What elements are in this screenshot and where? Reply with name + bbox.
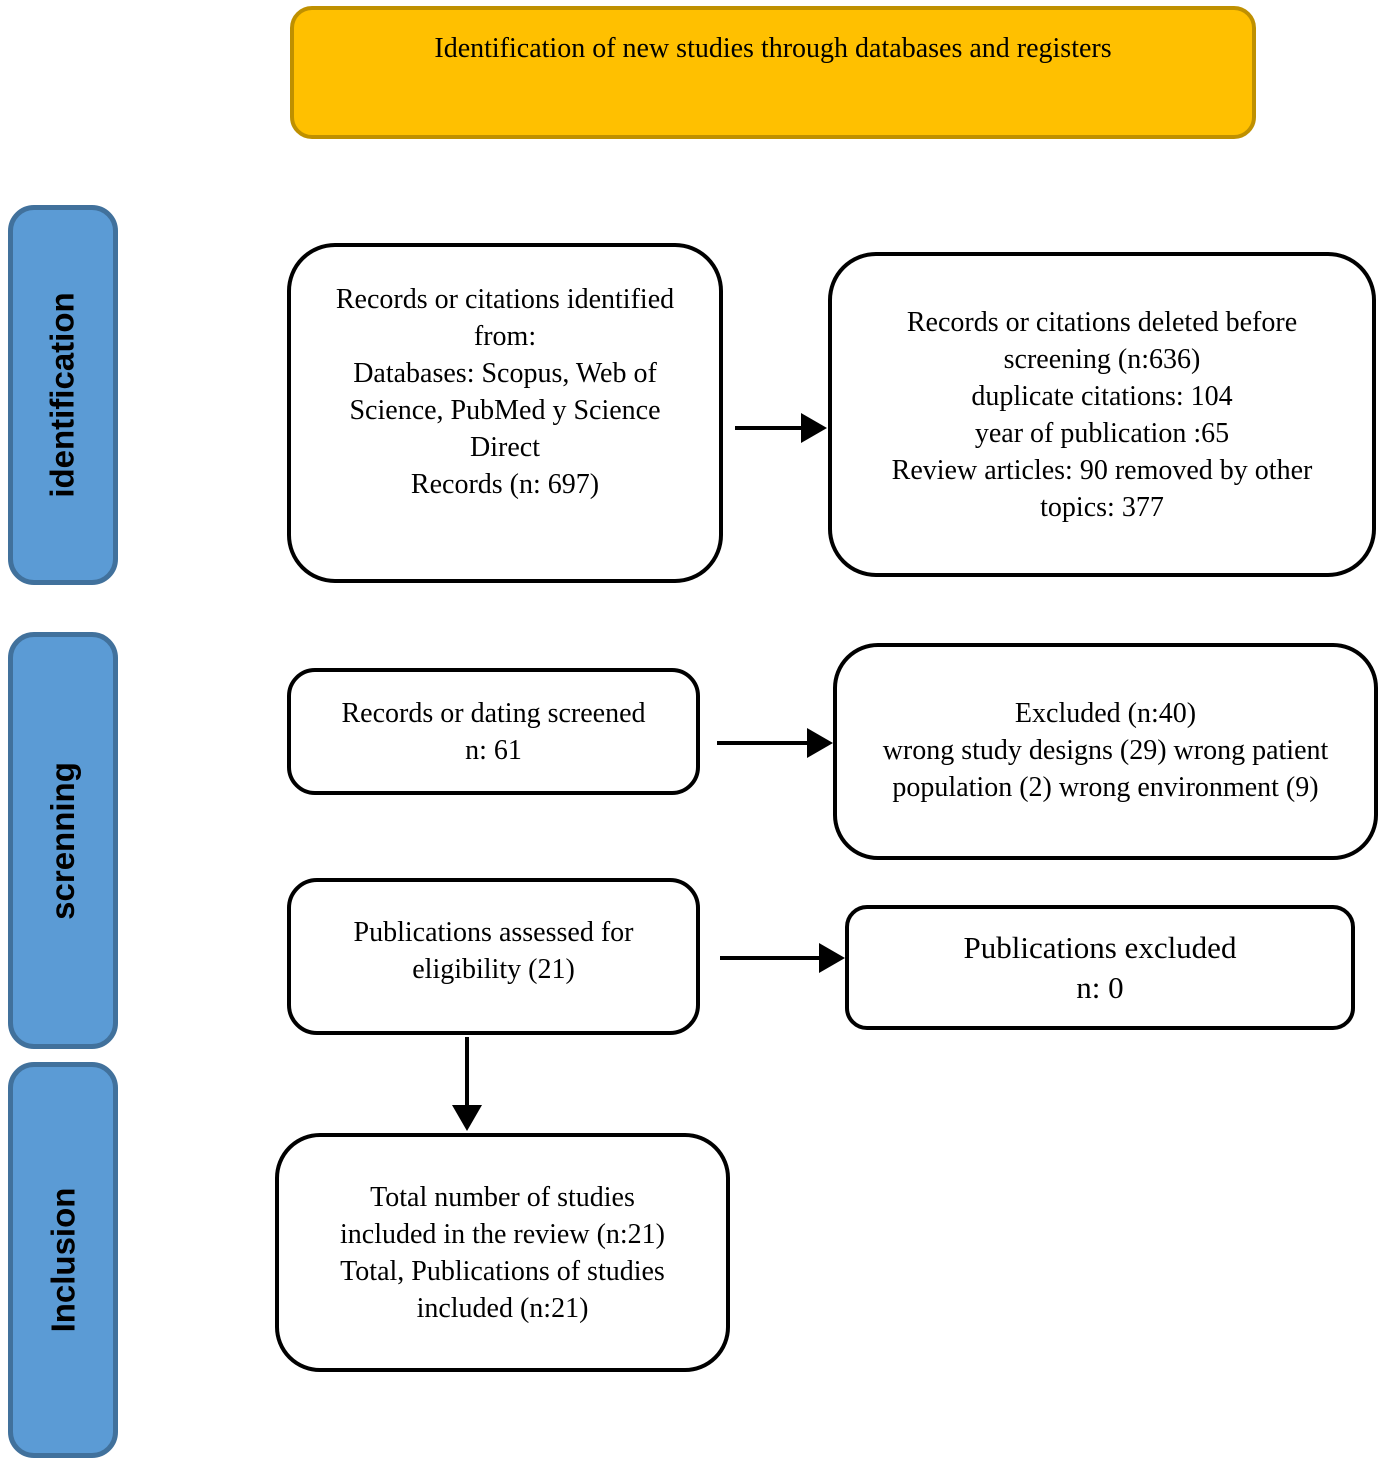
box-studies-included: Total number of studies included in the … xyxy=(275,1133,730,1372)
header-banner: Identification of new studies through da… xyxy=(290,6,1256,139)
box-text: Publications assessed for eligibility (2… xyxy=(353,917,634,985)
box-text: Records or citations deleted before scre… xyxy=(891,306,1313,523)
box-records-identified: Records or citations identified from: Da… xyxy=(287,243,723,583)
box-text: Publications excluded n: 0 xyxy=(963,929,1237,1005)
arrow-head xyxy=(807,728,833,758)
stage-label-screening: screnning xyxy=(8,632,118,1049)
stage-label-inclusion: Inclusion xyxy=(8,1062,118,1458)
arrow-assessed-to-publications-excluded xyxy=(720,943,845,973)
box-records-screened: Records or dating screened n: 61 xyxy=(287,668,700,795)
box-publications-excluded: Publications excluded n: 0 xyxy=(845,905,1355,1030)
arrow-shaft xyxy=(465,1037,469,1107)
arrow-screened-to-excluded xyxy=(717,728,833,758)
stage-label-identification: identification xyxy=(8,205,118,585)
arrow-head xyxy=(801,413,827,443)
box-publications-assessed: Publications assessed for eligibility (2… xyxy=(287,878,700,1035)
box-text: Total number of studies included in the … xyxy=(339,1181,665,1324)
box-text: Records or citations identified from: Da… xyxy=(335,284,675,500)
box-records-deleted: Records or citations deleted before scre… xyxy=(828,252,1376,577)
arrow-shaft xyxy=(717,741,807,745)
arrow-shaft xyxy=(720,956,819,960)
arrow-shaft xyxy=(735,426,801,430)
box-text: Excluded (n:40) wrong study designs (29)… xyxy=(882,698,1329,803)
box-excluded: Excluded (n:40) wrong study designs (29)… xyxy=(833,643,1378,860)
arrow-identified-to-deleted xyxy=(735,413,827,443)
arrow-head xyxy=(819,943,845,973)
box-text: Records or dating screened n: 61 xyxy=(341,697,646,766)
diagram-title: Identification of new studies through da… xyxy=(434,33,1112,64)
arrow-head xyxy=(452,1105,482,1131)
stage-label-text: screnning xyxy=(44,761,82,920)
stage-label-text: identification xyxy=(44,292,81,498)
stage-label-text: Inclusion xyxy=(44,1187,81,1333)
arrow-assessed-to-included xyxy=(452,1037,482,1131)
